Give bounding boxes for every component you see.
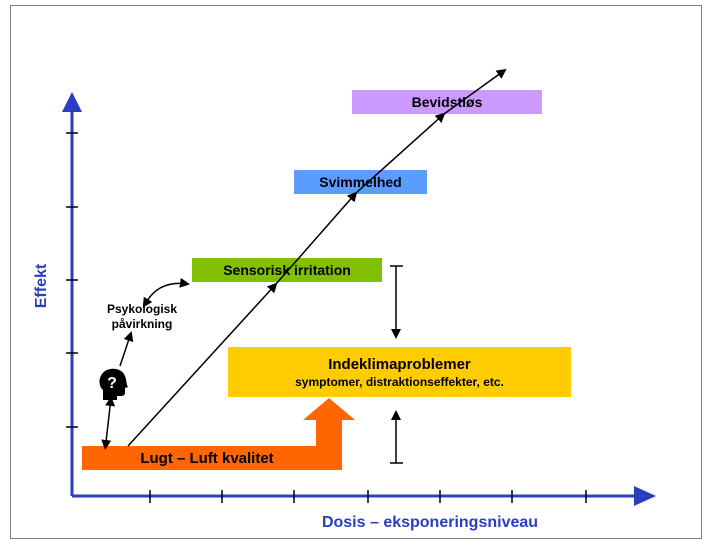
sensorisk-label: Sensorisk irritation <box>223 262 351 278</box>
indeklima-subtitle: symptomer, distraktionseffekter, etc. <box>295 374 504 389</box>
arrow-lugt-head <box>101 396 116 450</box>
sensorisk-box <box>192 258 382 282</box>
arrow-to-sensorisk <box>127 282 278 447</box>
bevidstlos-box <box>352 90 542 114</box>
lugt-label: Lugt – Luft kvalitet <box>140 449 274 467</box>
svimmelhed-label: Svimmelhed <box>319 174 402 190</box>
psyk-label: Psykologisk påvirkning <box>92 302 192 332</box>
arrow-psyk-sensorisk <box>142 277 190 308</box>
arrow-to-bevidstlos <box>355 112 446 194</box>
bevidstlos-label: Bevidstløs <box>411 94 483 110</box>
y-axis-label: Effekt <box>33 263 50 309</box>
x-ticks <box>149 490 587 503</box>
y-ticks <box>66 132 78 428</box>
indeklima-box <box>228 347 571 397</box>
svg-text:?: ? <box>107 375 117 392</box>
psyk-line1: Psykologisk <box>106 302 178 316</box>
x-axis-label: Dosis – eksponeringsniveau <box>321 514 539 531</box>
lugt-arrow-shape <box>82 398 355 470</box>
head-question-icon: ? <box>99 368 128 400</box>
y-axis-arrowhead <box>62 92 82 112</box>
psyk-line2: påvirkning <box>111 317 173 331</box>
indeklima-label-group: Indeklimaproblemer symptomer, distraktio… <box>228 347 571 397</box>
arrow-to-svimmelhed <box>275 191 358 285</box>
svimmelhed-box <box>294 170 427 194</box>
indeklima-title: Indeklimaproblemer <box>328 355 471 373</box>
arrow-beyond <box>443 68 507 115</box>
arrow-head-psyk <box>119 331 134 367</box>
x-axis-arrowhead <box>634 486 656 506</box>
